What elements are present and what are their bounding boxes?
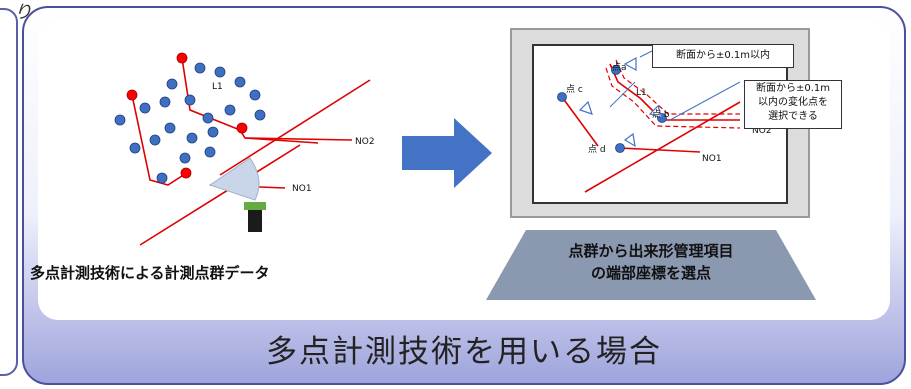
banner-line-1: 点群から出来形管理項目 <box>568 242 734 260</box>
diagonal-line-lower <box>139 144 301 246</box>
section-line-l1 <box>131 94 186 186</box>
blue-points <box>114 62 266 184</box>
scanner-beam <box>208 157 260 201</box>
callout-line-2: 以内の変化点を <box>758 97 828 108</box>
screen-drawing <box>557 46 741 193</box>
callout-line-1: 断面から±0.1m <box>755 83 831 94</box>
scanner-device <box>248 208 262 232</box>
screen-label-no2: NO2 <box>752 126 772 136</box>
banner-shape <box>486 230 816 300</box>
screen-frame <box>510 28 810 218</box>
screen-label-point-b: 点 b <box>652 110 670 120</box>
screen-label-point-c: 点 c <box>566 85 583 95</box>
red-points <box>126 52 248 179</box>
label-no1: NO1 <box>292 184 312 194</box>
left-caption: 多点計測技術による計測点群データ <box>30 264 270 282</box>
callout-change-points: 断面から±0.1m 以内の変化点を 選択できる <box>744 80 842 129</box>
label-l1: L1 <box>212 82 223 92</box>
adjacent-panel-edge <box>0 8 18 376</box>
label-no2: NO2 <box>355 137 375 147</box>
panel-title: 多点計測技術を用いる場合 <box>266 334 662 370</box>
screen-label-l1: L1 <box>636 88 647 98</box>
callout-line-3: 選択できる <box>768 111 818 122</box>
banner-line-2: の端部座標を選点 <box>590 264 711 282</box>
diagonal-line-upper <box>219 79 371 176</box>
section-line-no2 <box>244 137 353 141</box>
callout-tolerance: 断面から±0.1m以内 <box>652 44 794 68</box>
process-arrow <box>402 118 492 188</box>
screen-label-no1: NO1 <box>702 154 722 164</box>
point-cloud-illustration <box>114 52 371 246</box>
banner-text: 点群から出来形管理項目 の端部座標を選点 <box>486 240 816 284</box>
screen-label-point-a: 点a <box>612 63 627 73</box>
scanner-top <box>244 202 266 210</box>
screen-label-point-d: 点 d <box>588 145 606 155</box>
